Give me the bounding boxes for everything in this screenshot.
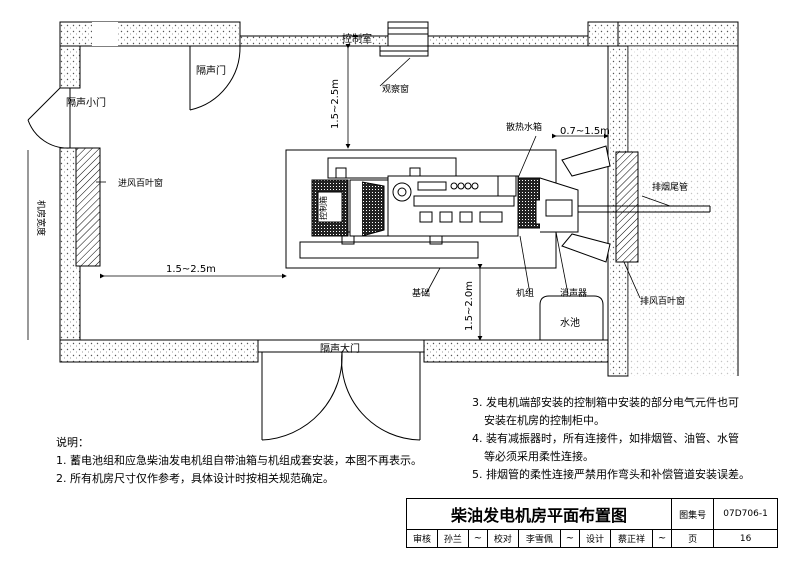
- reviewer-signature: ~: [467, 529, 488, 548]
- leader-lines: [96, 57, 671, 299]
- label-dim-top: 1.5~2.5m: [330, 79, 341, 129]
- label-dim-bottom: 1.5~2.0m: [464, 281, 475, 331]
- review-label: 审核: [406, 529, 438, 548]
- note-item: 4. 装有减振器时，所有连接件，如排烟管、油管、水管: [472, 432, 739, 445]
- small-soundproof-door[interactable]: [27, 87, 71, 149]
- title-block: 柴油发电机房平面布置图 图集号 07D706-1 审核 孙兰 ~ 校对 李雪佩 …: [405, 498, 778, 548]
- label-observation-window: 观察窗: [382, 83, 409, 95]
- soundproof-door[interactable]: [189, 45, 241, 111]
- exhaust-pipe: [561, 145, 711, 263]
- exhaust-louver: [615, 151, 639, 263]
- proofer-signature: ~: [559, 529, 581, 548]
- page-label: 页: [671, 529, 715, 548]
- label-room-width: 机房宽度: [35, 200, 47, 236]
- note-item: 2. 所有机房尺寸仅作参考，具体设计时按相关规范确定。: [56, 472, 334, 485]
- note-item: 3. 发电机端部安装的控制箱中安装的部分电气元件也可: [472, 396, 739, 409]
- label-soundproof-door: 隔声门: [196, 64, 226, 77]
- generator-unit: [299, 157, 557, 259]
- proof-label: 校对: [486, 529, 519, 548]
- drawing-title: 柴油发电机房平面布置图: [405, 498, 673, 530]
- atlas-number: 07D706-1: [713, 498, 778, 530]
- label-unit: 机组: [516, 287, 534, 299]
- label-foundation: 基础: [412, 287, 430, 299]
- note-item: 1. 蓄电池组和应急柴油发电机组自带油箱与机组成套安装，本图不再表示。: [56, 454, 422, 467]
- label-radiator-tank: 散热水箱: [506, 121, 542, 133]
- design-label: 设计: [579, 529, 611, 548]
- exterior-zone: [628, 46, 739, 376]
- note-item: 安装在机房的控制柜中。: [484, 414, 605, 427]
- muffler: [539, 177, 579, 233]
- note-item: 5. 排烟管的柔性连接严禁用作弯头和补偿管道安装误差。: [472, 468, 750, 481]
- observation-window: [379, 45, 429, 57]
- label-dim-right: 0.7~1.5m: [560, 126, 610, 137]
- page-number: 16: [713, 529, 778, 548]
- atlas-label: 图集号: [671, 498, 715, 530]
- label-control-box: 控制箱: [318, 196, 328, 220]
- designer-signature: ~: [652, 529, 673, 548]
- label-small-soundproof-door: 隔声小门: [66, 96, 106, 109]
- notes-heading: 说明：: [56, 436, 89, 449]
- label-intake-louver: 进风百叶窗: [118, 177, 163, 189]
- label-main-soundproof-door: 隔声大门: [320, 342, 360, 355]
- label-pool: 水池: [560, 316, 580, 329]
- note-item: 等必须采用柔性连接。: [484, 450, 594, 463]
- label-muffler: 消声器: [560, 287, 587, 299]
- label-exhaust-pipe: 排烟尾管: [652, 181, 688, 193]
- designer-name: 蔡正祥: [609, 529, 654, 548]
- proofer-name: 李雪佩: [517, 529, 561, 548]
- label-exhaust-louver: 排风百叶窗: [640, 295, 685, 307]
- reviewer-name: 孙兰: [436, 529, 469, 548]
- pool: [539, 295, 604, 340]
- dimension-lines: [27, 44, 609, 341]
- main-soundproof-door[interactable]: [257, 339, 425, 441]
- label-dim-left: 1.5~2.5m: [166, 264, 216, 275]
- label-control-room: 控制室: [342, 32, 372, 45]
- intake-louver: [75, 147, 101, 267]
